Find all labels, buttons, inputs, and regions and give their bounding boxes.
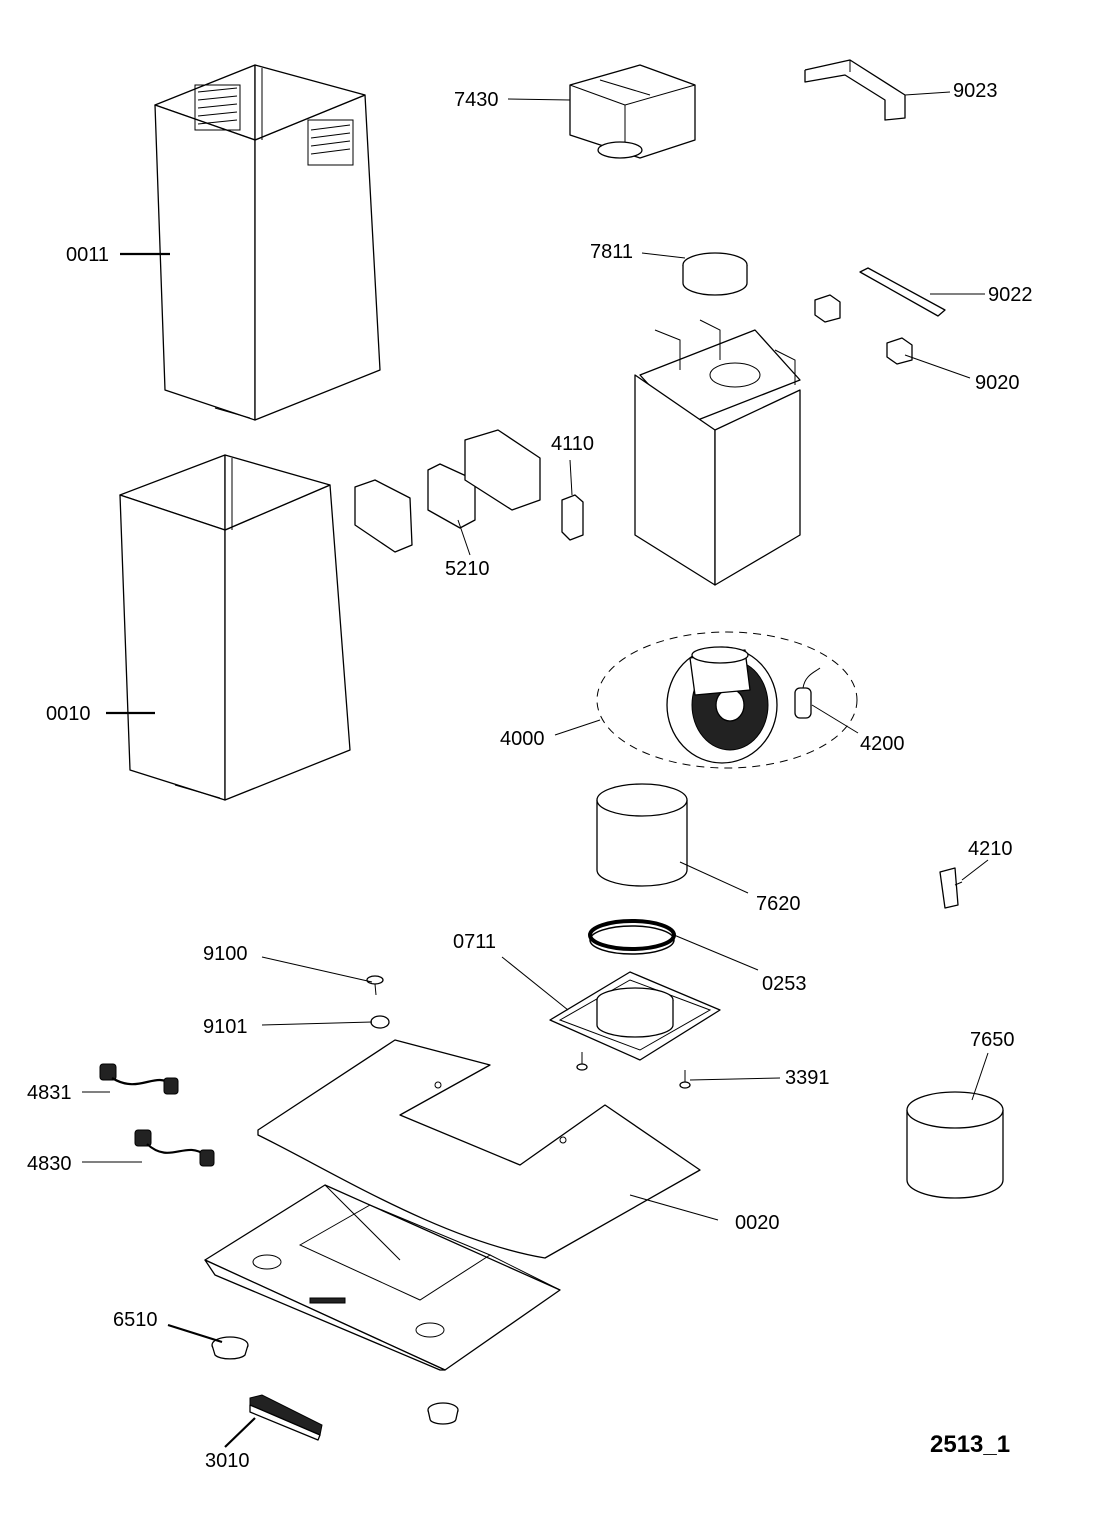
- label-0010: 0010: [46, 703, 91, 725]
- label-4200: 4200: [860, 733, 905, 755]
- label-4831: 4831: [27, 1082, 72, 1104]
- label-4210: 4210: [968, 838, 1013, 860]
- part-rail-bracket: [859, 267, 946, 317]
- part-screw-3391-b: [679, 1070, 691, 1089]
- label-3010: 3010: [205, 1450, 250, 1472]
- diagram-code: 2513_1: [930, 1431, 1010, 1458]
- label-9100: 9100: [203, 943, 248, 965]
- part-screw-3391-a: [576, 1052, 588, 1071]
- part-control-box: [354, 429, 541, 553]
- part-harness-4831: [99, 1063, 179, 1095]
- part-clip-a: [814, 294, 841, 323]
- part-knob-b: [427, 1402, 459, 1425]
- part-number-labels: 0011 0010 7430 9023 7811 9022 9020 4110 …: [27, 80, 1033, 1472]
- label-7650: 7650: [970, 1029, 1015, 1051]
- part-nut-9101: [370, 1015, 390, 1029]
- part-blower-motor: [596, 631, 858, 769]
- part-duct-ring: [682, 252, 748, 296]
- label-9020: 9020: [975, 372, 1020, 394]
- label-0011: 0011: [66, 244, 109, 266]
- part-connector-block: [561, 494, 584, 541]
- part-gasket-ring: [588, 919, 676, 955]
- part-flange-plate: [549, 971, 721, 1061]
- leader-lines: [82, 91, 989, 1448]
- label-0020: 0020: [735, 1212, 780, 1234]
- label-7811: 7811: [590, 241, 633, 263]
- label-9022: 9022: [988, 284, 1033, 306]
- label-7620: 7620: [756, 893, 801, 915]
- label-3391: 3391: [785, 1067, 830, 1089]
- label-7430: 7430: [454, 89, 499, 111]
- label-4830: 4830: [27, 1153, 72, 1175]
- part-duct-tube: [596, 783, 688, 887]
- part-clip-b: [886, 337, 913, 365]
- vent-grille-left: [194, 84, 241, 131]
- part-screw-9100: [366, 975, 384, 996]
- part-upper-chimney: [154, 64, 381, 421]
- part-light-unit: [939, 867, 963, 909]
- part-motor-housing: [634, 319, 801, 586]
- label-0711: 0711: [453, 931, 496, 953]
- part-glass-canopy: [257, 1039, 701, 1259]
- part-wall-bracket-top: [804, 59, 906, 121]
- label-4000: 4000: [500, 728, 545, 750]
- part-duct-connector: [569, 64, 696, 159]
- label-9023: 9023: [953, 80, 998, 102]
- label-5210: 5210: [445, 558, 490, 580]
- part-lower-chimney: [119, 454, 351, 801]
- part-hood-body: [204, 1184, 561, 1371]
- part-duct-tube-large: [906, 1091, 1004, 1199]
- part-control-panel: [249, 1394, 323, 1441]
- vent-grille-right: [307, 119, 354, 166]
- label-6510: 6510: [113, 1309, 158, 1331]
- label-4110: 4110: [551, 433, 594, 455]
- part-harness-4830: [134, 1129, 215, 1167]
- label-9101: 9101: [203, 1016, 248, 1038]
- label-0253: 0253: [762, 973, 807, 995]
